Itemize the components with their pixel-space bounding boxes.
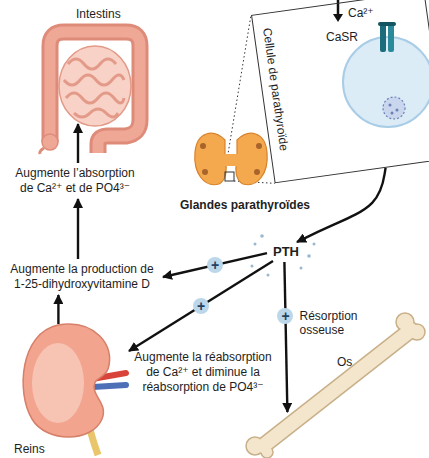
organ-label: Os xyxy=(337,355,352,370)
intestine-loops xyxy=(64,59,124,117)
intestine-illustration xyxy=(28,2,168,154)
colon-body xyxy=(50,32,140,153)
cell-nucleus xyxy=(383,97,405,119)
hormone-dot xyxy=(251,265,254,268)
vein xyxy=(93,385,126,387)
ion-arrow xyxy=(337,0,340,15)
receptor-symbol xyxy=(380,24,386,52)
zoom-square xyxy=(225,172,234,181)
parathyroid-dot xyxy=(200,143,206,149)
ion-arrowhead xyxy=(333,14,343,22)
effect-text: Augmente l’absorption de Ca²⁺ et de PO4³… xyxy=(15,166,135,196)
parathyroid-dot xyxy=(256,143,262,149)
hormone-dot xyxy=(300,267,303,270)
edge-label: Résorption osseuse xyxy=(297,309,375,337)
arrow-connector xyxy=(297,168,386,242)
bone-knob xyxy=(246,437,264,455)
bone-knob xyxy=(409,324,425,340)
nucleus-dot xyxy=(396,109,399,112)
hormone-dot xyxy=(307,254,311,258)
plus-sign: + xyxy=(277,308,293,324)
organ-node: Glandes parathyroïdes xyxy=(175,122,315,217)
bone-knob xyxy=(396,313,414,331)
bone-shaft xyxy=(263,330,411,446)
receptor-label: CaSR xyxy=(326,30,358,44)
arrow-connector xyxy=(77,124,79,163)
hormone-node: PTH xyxy=(270,243,302,260)
cecum xyxy=(42,134,58,150)
bone-knob xyxy=(261,446,273,458)
gland-lobe xyxy=(195,133,226,184)
arrow-connector xyxy=(284,262,287,412)
nucleus-dot xyxy=(389,104,392,107)
zoom-line xyxy=(234,181,275,183)
organ-node: Os xyxy=(245,300,429,458)
parathyroid-dot xyxy=(202,169,208,175)
effect-text: Augmente la production de 1-25-dihydroxy… xyxy=(4,262,160,292)
hormone-dot xyxy=(260,234,264,238)
organ-label: Reins xyxy=(14,442,45,457)
box-title: Cellule de parathyroïde xyxy=(257,13,296,183)
arrow-connector xyxy=(129,261,273,351)
receptor-cap xyxy=(378,22,396,26)
nucleus-dot xyxy=(391,112,394,115)
organ-node: Reins xyxy=(8,315,128,458)
parathyroid-dot xyxy=(254,169,260,175)
gland-lobe xyxy=(236,133,267,184)
hormone-dot xyxy=(313,243,316,246)
kidney-outline xyxy=(23,324,109,437)
gland-isthmus xyxy=(223,154,239,166)
arrow-connector xyxy=(77,199,79,259)
organ-label: Intestins xyxy=(76,7,121,22)
effect-text: Augmente l’absorption de Ca²⁺ et de PO4³… xyxy=(15,166,135,196)
kidney-illustration xyxy=(8,315,128,458)
hormone-dot xyxy=(254,243,257,246)
effect-text: Augmente la réabsorption de Ca²⁺ et dimi… xyxy=(128,350,278,395)
cell-illustration xyxy=(333,0,429,127)
organ-node: Intestins xyxy=(28,2,168,154)
kidney-inner xyxy=(32,343,84,423)
hormone-dot xyxy=(267,274,270,277)
organ-label: Glandes parathyroïdes xyxy=(175,198,315,213)
bone-outline xyxy=(263,330,411,446)
arrow-connector xyxy=(57,295,59,324)
plus-sign: + xyxy=(207,257,223,273)
zoom-box: Cellule de parathyroïde xyxy=(251,0,429,183)
zoom-line xyxy=(225,15,251,172)
artery xyxy=(92,373,126,379)
hormone-label: PTH xyxy=(270,243,302,260)
small-intestine xyxy=(59,46,131,126)
ureter xyxy=(88,395,98,455)
plus-sign: + xyxy=(193,298,209,314)
bone-illustration xyxy=(245,300,429,458)
colon-outline xyxy=(50,32,140,153)
effect-text: Augmente la réabsorption de Ca²⁺ et dimi… xyxy=(128,350,278,395)
receptor-symbol xyxy=(388,24,394,52)
cell-body xyxy=(343,37,429,127)
effect-text: Augmente la production de 1-25-dihydroxy… xyxy=(4,262,160,292)
ion-label: Ca²⁺ xyxy=(348,6,374,20)
appendix xyxy=(40,148,44,154)
gland-illustration xyxy=(175,122,315,217)
